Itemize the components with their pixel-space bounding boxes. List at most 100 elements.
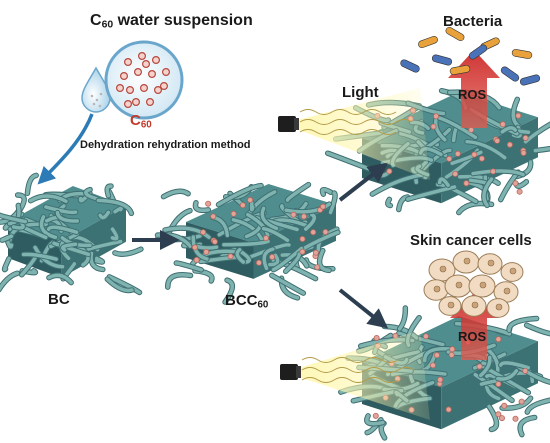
fiber xyxy=(0,271,20,292)
c60-particle xyxy=(490,168,497,175)
fiber xyxy=(325,151,371,171)
fiber xyxy=(270,273,306,295)
fiber xyxy=(260,206,279,231)
fiber xyxy=(166,273,193,289)
fiber xyxy=(94,256,105,264)
c60-suspension-circle xyxy=(104,40,184,120)
bacteria-icon xyxy=(400,26,541,86)
bc-membrane xyxy=(0,172,144,296)
c60-particle xyxy=(506,141,513,148)
fiber xyxy=(105,184,113,198)
c60-particle xyxy=(463,180,470,187)
fiber xyxy=(25,173,38,196)
c60-particle xyxy=(239,202,246,209)
fiber xyxy=(370,173,424,196)
c60-particle xyxy=(376,172,383,179)
fiber xyxy=(271,246,304,272)
fiber xyxy=(479,363,531,395)
fiber xyxy=(39,215,58,240)
cell-nucleus xyxy=(471,301,479,309)
fiber xyxy=(518,415,537,437)
fiber xyxy=(499,361,531,370)
fiber xyxy=(113,206,124,214)
fiber xyxy=(89,251,105,272)
c60-particle xyxy=(299,248,306,255)
c60-particle xyxy=(205,200,212,207)
fiber xyxy=(397,331,445,347)
c60-particle xyxy=(154,85,163,94)
c60-particle xyxy=(495,381,502,388)
fiber xyxy=(15,193,26,212)
cell-nucleus xyxy=(503,287,511,295)
fiber xyxy=(524,323,550,336)
fiber xyxy=(19,255,38,277)
c60-particle xyxy=(449,346,456,353)
fiber xyxy=(96,198,134,216)
c60-particle xyxy=(312,249,319,256)
fiber xyxy=(507,316,539,332)
fiber xyxy=(487,404,499,432)
c60-particle xyxy=(429,362,436,369)
fiber xyxy=(86,239,123,251)
c60-particle xyxy=(430,123,437,130)
fiber xyxy=(191,235,209,261)
c60-particle xyxy=(386,168,393,175)
fiber xyxy=(450,150,483,166)
c60-particle xyxy=(422,333,429,340)
c60-particle xyxy=(448,351,455,358)
c60-particle xyxy=(478,155,485,162)
c60-particle xyxy=(512,415,519,422)
c60-particle xyxy=(115,83,124,92)
fiber xyxy=(479,355,492,378)
bacterium xyxy=(418,35,438,49)
arrow-to-skin-cancer xyxy=(338,288,389,329)
ros-label-top: ROS xyxy=(458,87,487,102)
fiber xyxy=(237,248,251,264)
c60-particle xyxy=(445,406,452,413)
c60-particle xyxy=(495,336,502,343)
membrane-front-face xyxy=(61,205,126,278)
cell-nucleus xyxy=(433,285,441,293)
bacterium xyxy=(431,54,453,66)
fiber xyxy=(246,212,270,238)
fiber xyxy=(285,182,311,202)
ros-label-bottom: ROS xyxy=(458,329,487,344)
fiber xyxy=(473,372,514,403)
c60-particle xyxy=(494,137,501,144)
fiber xyxy=(397,306,408,331)
c60-particle xyxy=(290,211,297,218)
c60-particle xyxy=(498,415,505,422)
fiber xyxy=(523,122,550,144)
c60-particle xyxy=(512,180,519,187)
c60-particle xyxy=(230,210,237,217)
fiber xyxy=(249,201,255,212)
bcc60-membrane xyxy=(154,181,341,305)
blue-process-arrow xyxy=(37,113,94,185)
c60-particle xyxy=(255,259,262,266)
c60-particle xyxy=(125,85,134,94)
c60-particle xyxy=(132,97,141,106)
fiber xyxy=(61,242,78,252)
fiber xyxy=(283,252,301,274)
bacterium xyxy=(445,26,465,42)
cancer-cells-icon xyxy=(423,250,524,318)
c60-particle xyxy=(471,151,478,158)
fiber xyxy=(317,248,331,273)
fiber xyxy=(107,275,142,295)
lamp-icon xyxy=(278,88,430,180)
c60-particle xyxy=(518,398,525,405)
fiber xyxy=(5,238,14,249)
c60-particle xyxy=(148,69,157,78)
fiber xyxy=(28,194,68,203)
fiber xyxy=(110,227,119,241)
fiber xyxy=(496,369,519,381)
c60-particle xyxy=(211,238,218,245)
c60-particle xyxy=(210,213,217,220)
cell-nucleus xyxy=(495,303,503,311)
c60-particle xyxy=(520,149,527,156)
c60-particle xyxy=(433,113,440,120)
fiber xyxy=(163,226,211,240)
fiber xyxy=(471,169,525,177)
fiber xyxy=(525,398,550,414)
